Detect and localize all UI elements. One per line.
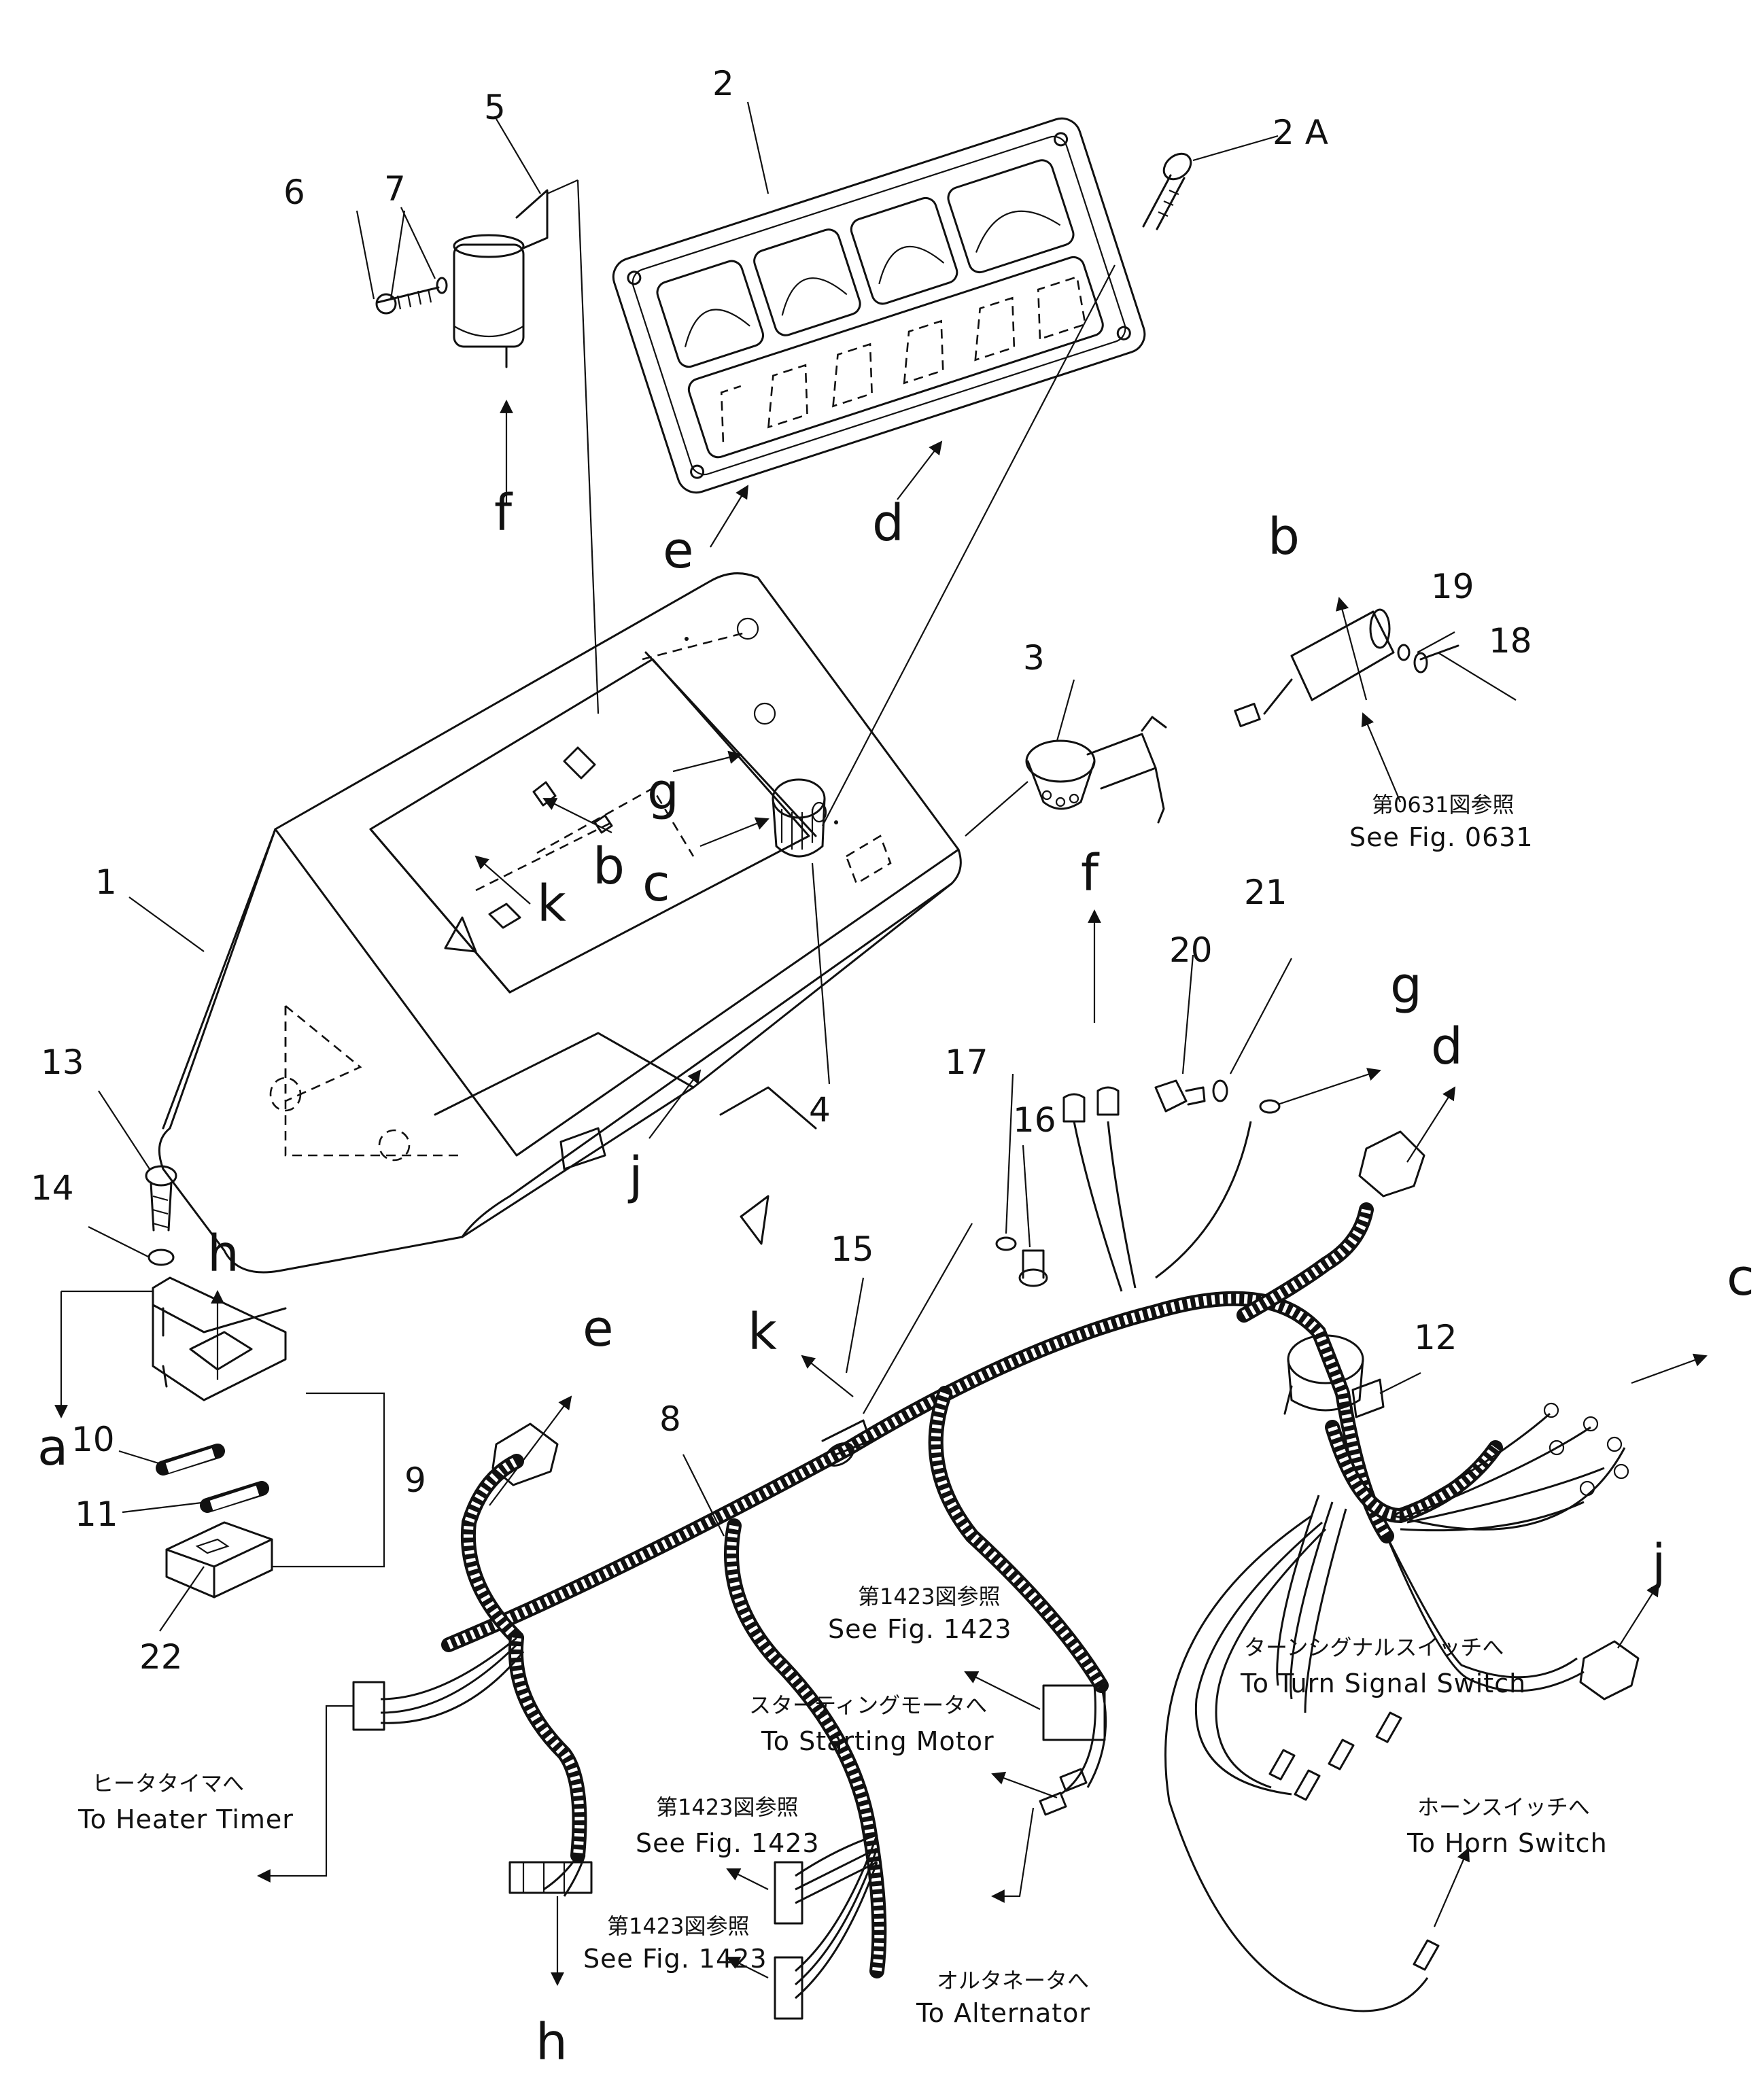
note-turn-jp: ターンシグナルスイッチへ bbox=[1244, 1635, 1504, 1660]
washer-21 bbox=[1212, 1079, 1228, 1102]
note-horn-jp: ホーンスイッチへ bbox=[1417, 1794, 1590, 1820]
screw-6 bbox=[375, 286, 440, 315]
label-e-harness: e bbox=[583, 1299, 614, 1358]
note-fig1423a-en: See Fig. 1423 bbox=[828, 1614, 1012, 1644]
note-turn-en: To Turn Signal Switch bbox=[1240, 1669, 1526, 1698]
clip-15 bbox=[821, 1419, 871, 1456]
screw-2a bbox=[1142, 135, 1279, 230]
part-19-label: 19 bbox=[1431, 567, 1474, 606]
note-start-jp: スターティングモータへ bbox=[749, 1692, 987, 1718]
fuse-holder-bracket bbox=[54, 1276, 287, 1418]
part-2-label: 2 bbox=[712, 64, 734, 103]
label-d-top: d bbox=[872, 494, 904, 553]
bolt-16 bbox=[1018, 1249, 1048, 1287]
note-heater-jp: ヒータタイマへ bbox=[92, 1770, 244, 1796]
part-10-label: 10 bbox=[71, 1420, 115, 1459]
part-7-label: 7 bbox=[384, 169, 406, 209]
fuse-cover-22 bbox=[165, 1521, 273, 1599]
washer-17 bbox=[995, 1236, 1017, 1251]
label-h-bracket: h bbox=[207, 1225, 239, 1283]
label-c-housing: c bbox=[642, 854, 670, 913]
label-c-harness: c bbox=[1727, 1249, 1754, 1307]
fuse-10 bbox=[156, 1444, 225, 1476]
harness-wires bbox=[380, 1121, 1626, 2012]
washer-7 bbox=[436, 277, 448, 294]
part-6-label: 6 bbox=[283, 173, 305, 212]
dimmer-switch bbox=[1234, 608, 1459, 727]
dashboard-housing bbox=[158, 572, 962, 1274]
label-a: a bbox=[37, 1418, 68, 1477]
label-k-housing: k bbox=[537, 875, 566, 933]
note-fig1423c-en: See Fig. 1423 bbox=[583, 1944, 767, 1974]
note-fig1423a-jp: 第1423図参照 bbox=[858, 1584, 1000, 1609]
part-18-label: 18 bbox=[1489, 621, 1532, 661]
part-22-label: 22 bbox=[139, 1637, 183, 1677]
washer-14 bbox=[148, 1249, 175, 1266]
gauge-panel bbox=[612, 117, 1146, 494]
part-21-label: 21 bbox=[1244, 873, 1287, 912]
note-fig0631-jp: 第0631図参照 bbox=[1372, 792, 1514, 818]
part-2a-label: 2 A bbox=[1273, 113, 1328, 152]
label-j-housing: j bbox=[627, 1147, 643, 1205]
label-k-harness: k bbox=[748, 1303, 777, 1361]
part-13-label: 13 bbox=[41, 1043, 84, 1082]
flasher-relay bbox=[453, 179, 600, 714]
label-f-harness: f bbox=[1081, 844, 1100, 903]
part-3-label: 3 bbox=[1023, 638, 1045, 678]
ignition-switch bbox=[965, 716, 1167, 837]
bolt-20 bbox=[1154, 1079, 1206, 1113]
part-16-label: 16 bbox=[1013, 1100, 1056, 1140]
callout-leaders bbox=[88, 101, 1517, 1632]
label-d-harness: d bbox=[1431, 1017, 1463, 1076]
part-14-label: 14 bbox=[31, 1168, 74, 1208]
note-start-en: To Starting Motor bbox=[761, 1726, 995, 1756]
part-8-label: 8 bbox=[659, 1399, 681, 1439]
fuse-11 bbox=[200, 1481, 269, 1513]
label-g-housing: g bbox=[647, 763, 679, 821]
label-b-right: b bbox=[1268, 508, 1300, 566]
label-b-housing: b bbox=[593, 837, 625, 896]
label-j-harness: j bbox=[1650, 1534, 1666, 1592]
note-fig1423b-en: See Fig. 1423 bbox=[636, 1828, 820, 1858]
part-17-label: 17 bbox=[945, 1043, 988, 1082]
part-9-label: 9 bbox=[404, 1461, 426, 1500]
note-horn-en: To Horn Switch bbox=[1406, 1828, 1608, 1858]
part-5-label: 5 bbox=[484, 88, 506, 127]
label-h-bottom: h bbox=[536, 2013, 568, 2072]
wiring-harness bbox=[441, 1202, 1503, 1978]
reference-notes: 第0631図参照 See Fig. 0631 第1423図参照 See Fig.… bbox=[77, 792, 1608, 2028]
leader-arrows bbox=[211, 400, 1708, 1986]
note-fig1423c-jp: 第1423図参照 bbox=[607, 1913, 749, 1939]
note-alt-jp: オルタネータへ bbox=[937, 1968, 1089, 1993]
note-heater-en: To Heater Timer bbox=[77, 1804, 294, 1834]
bracket-9-leader bbox=[272, 1392, 385, 1568]
connectors bbox=[352, 1086, 1640, 2020]
note-fig0631-en: See Fig. 0631 bbox=[1349, 822, 1534, 852]
screw-13 bbox=[145, 1165, 177, 1232]
part-4-label: 4 bbox=[809, 1090, 831, 1130]
label-g-harness: g bbox=[1390, 956, 1422, 1015]
part-11-label: 11 bbox=[75, 1495, 118, 1534]
part-20-label: 20 bbox=[1169, 930, 1213, 970]
label-e-top: e bbox=[663, 521, 694, 580]
letter-labels: f e d b g b c k j f g d c j k e h a h bbox=[37, 484, 1754, 2072]
knob bbox=[772, 778, 827, 858]
relay-12 bbox=[1283, 1334, 1385, 1418]
part-number-labels: 2 2 A 5 7 6 1 3 4 19 18 21 20 17 16 15 1… bbox=[31, 64, 1532, 1677]
part-1-label: 1 bbox=[95, 862, 117, 902]
note-alt-en: To Alternator bbox=[916, 1998, 1090, 2028]
part-15-label: 15 bbox=[831, 1229, 874, 1269]
note-fig1423b-jp: 第1423図参照 bbox=[656, 1794, 798, 1820]
part-12-label: 12 bbox=[1414, 1318, 1457, 1357]
label-f-top: f bbox=[494, 484, 513, 542]
